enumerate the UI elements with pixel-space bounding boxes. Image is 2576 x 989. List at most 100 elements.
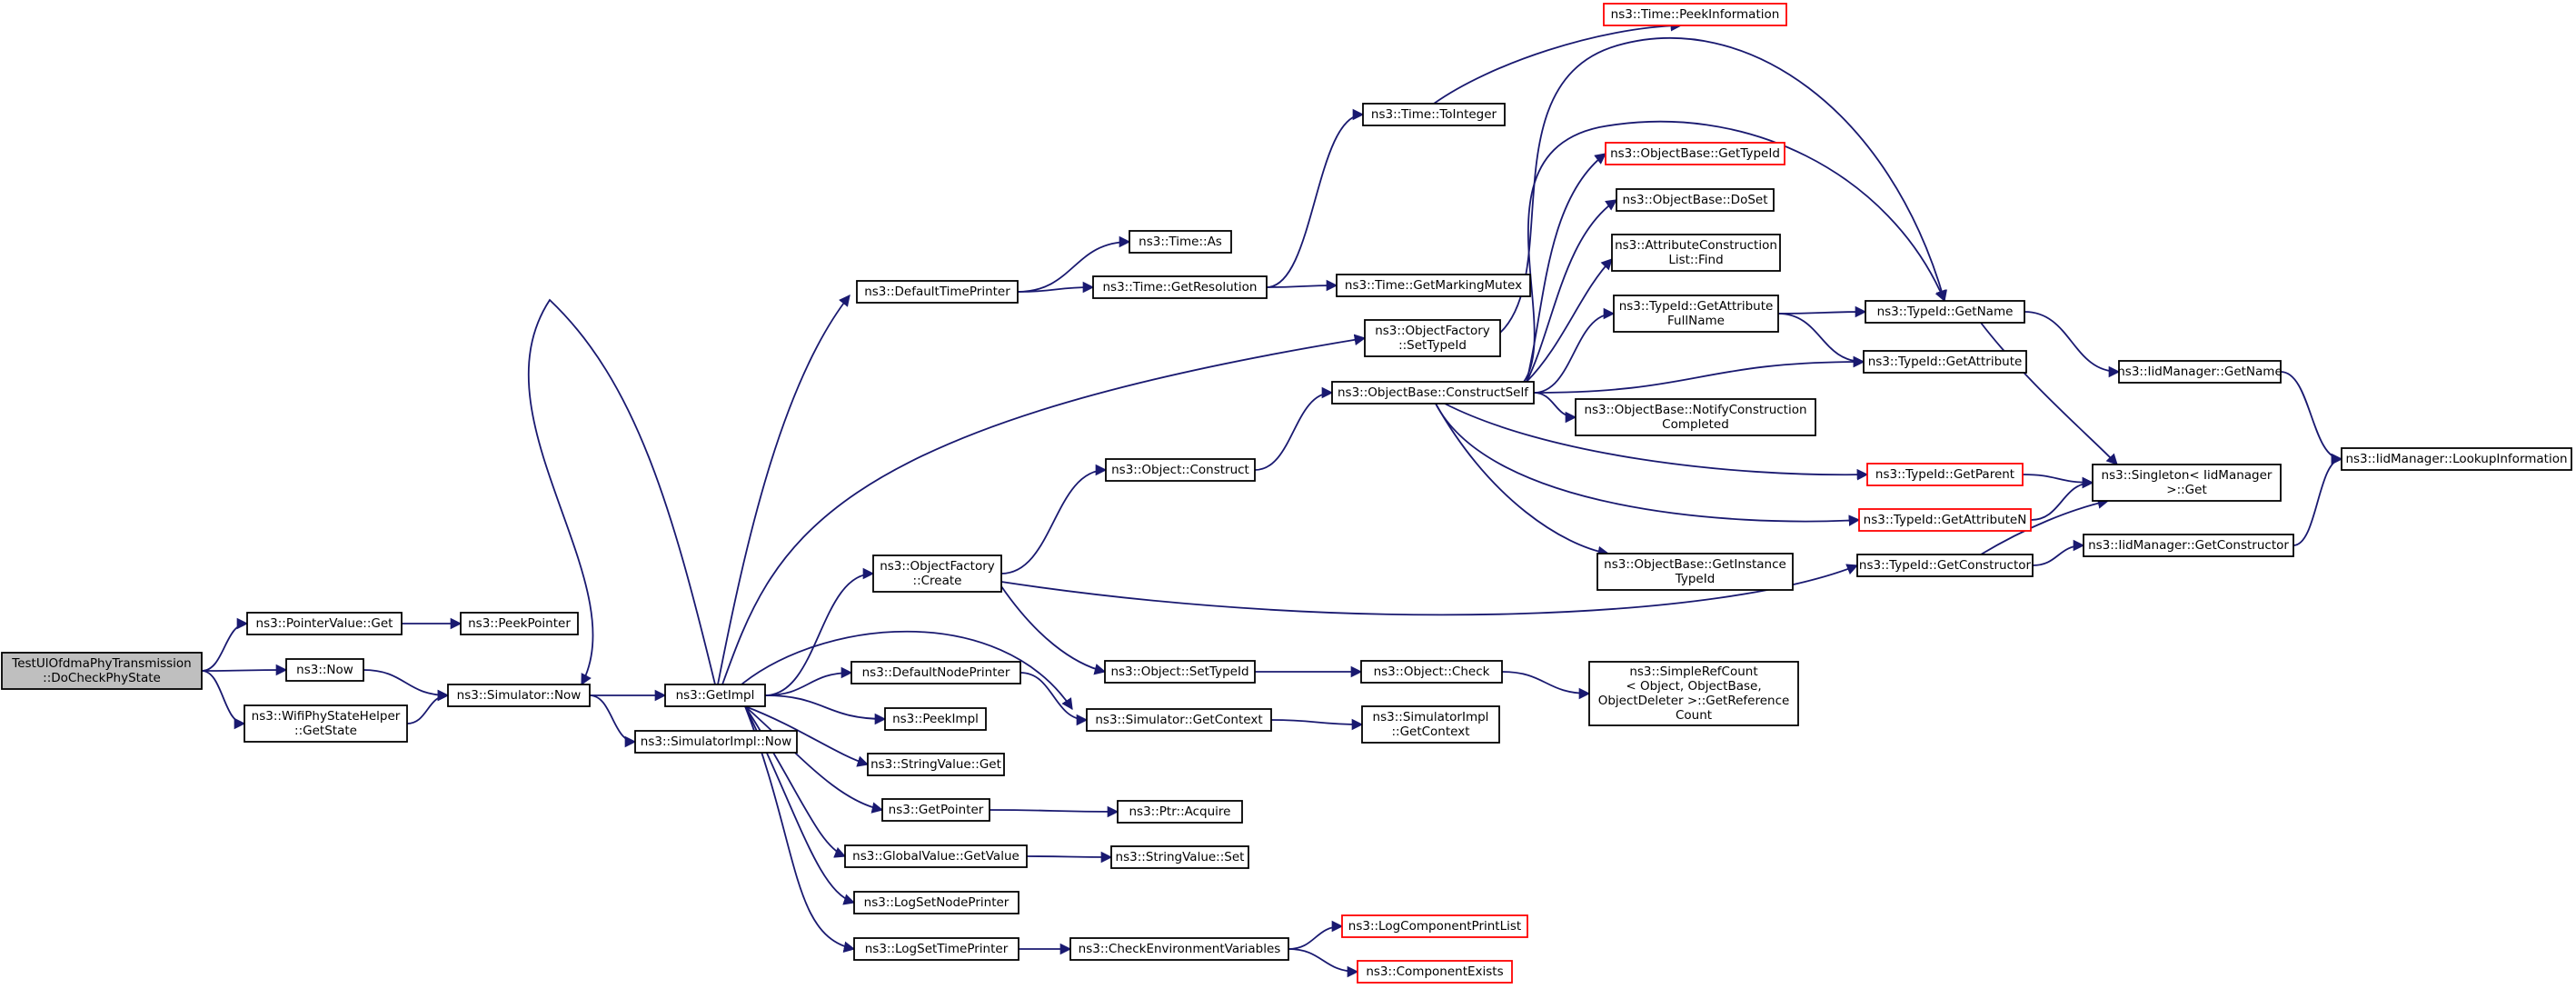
node-logsettimeprinter[interactable]: ns3::LogSetTimePrinter bbox=[853, 937, 1019, 961]
node-box[interactable] bbox=[1129, 230, 1232, 254]
node-box[interactable] bbox=[1104, 660, 1256, 684]
node-pointervalue-get[interactable]: ns3::PointerValue::Get bbox=[246, 612, 403, 635]
node-box[interactable] bbox=[1360, 660, 1503, 684]
node-box[interactable] bbox=[460, 612, 579, 635]
node-box[interactable] bbox=[1362, 103, 1506, 126]
node-box[interactable] bbox=[1117, 800, 1243, 824]
node-simulator-getcontext[interactable]: ns3::Simulator::GetContext bbox=[1086, 708, 1272, 732]
node-simulator-now[interactable]: ns3::Simulator::Now bbox=[447, 684, 591, 707]
node-box[interactable] bbox=[1611, 234, 1781, 272]
node-box[interactable] bbox=[1092, 275, 1268, 299]
node-getimpl[interactable]: ns3::GetImpl bbox=[664, 684, 766, 707]
node-checkenvironmentvariables[interactable]: ns3::CheckEnvironmentVariables bbox=[1069, 937, 1289, 961]
node-iidmanager-lookupinformation[interactable]: ns3::IidManager::LookupInformation bbox=[2341, 447, 2572, 471]
node-peekimpl[interactable]: ns3::PeekImpl bbox=[884, 707, 987, 731]
node-objectbase-doset[interactable]: ns3::ObjectBase::DoSet bbox=[1616, 188, 1775, 212]
node-objectbase-gettypeid[interactable]: ns3::ObjectBase::GetTypeId bbox=[1605, 142, 1785, 165]
node-getpointer[interactable]: ns3::GetPointer bbox=[881, 798, 990, 822]
node-box[interactable] bbox=[2083, 534, 2294, 557]
node-box[interactable] bbox=[1361, 705, 1500, 744]
node-typeid-getparent[interactable]: ns3::TypeId::GetParent bbox=[1866, 463, 2024, 486]
node-typeid-getattributen[interactable]: ns3::TypeId::GetAttributeN bbox=[1858, 508, 2032, 532]
node-iidmanager-getconstructor[interactable]: ns3::IidManager::GetConstructor bbox=[2083, 534, 2294, 557]
node-typeid-getattribute[interactable]: ns3::TypeId::GetAttribute bbox=[1863, 350, 2027, 374]
node-box[interactable] bbox=[246, 612, 403, 635]
node-box[interactable] bbox=[2092, 464, 2282, 502]
node-simulatorimpl-now[interactable]: ns3::SimulatorImpl::Now bbox=[634, 730, 798, 754]
node-peekpointer[interactable]: ns3::PeekPointer bbox=[460, 612, 579, 635]
node-box[interactable] bbox=[447, 684, 591, 707]
node-box[interactable] bbox=[1336, 274, 1531, 297]
node-root[interactable]: TestUlOfdmaPhyTransmission::DoCheckPhySt… bbox=[1, 652, 203, 690]
node-simulatorimpl-getcontext[interactable]: ns3::SimulatorImpl::GetContext bbox=[1361, 705, 1500, 744]
node-objectbase-notifyconstructioncompleted[interactable]: ns3::ObjectBase::NotifyConstructionCompl… bbox=[1575, 398, 1816, 436]
node-defaultnodeprinter[interactable]: ns3::DefaultNodePrinter bbox=[850, 661, 1021, 684]
node-time-getresolution[interactable]: ns3::Time::GetResolution bbox=[1092, 275, 1268, 299]
node-objectfactory-settypeid[interactable]: ns3::ObjectFactory::SetTypeId bbox=[1364, 319, 1501, 357]
node-box[interactable] bbox=[2341, 447, 2572, 471]
node-box[interactable] bbox=[1858, 508, 2032, 532]
node-typeid-getconstructor[interactable]: ns3::TypeId::GetConstructor bbox=[1856, 554, 2034, 577]
node-object-settypeid[interactable]: ns3::Object::SetTypeId bbox=[1104, 660, 1256, 684]
node-stringvalue-set[interactable]: ns3::StringValue::Set bbox=[1110, 845, 1249, 869]
node-box[interactable] bbox=[884, 707, 987, 731]
node-box[interactable] bbox=[853, 937, 1019, 961]
node-time-tointeger[interactable]: ns3::Time::ToInteger bbox=[1362, 103, 1506, 126]
node-box[interactable] bbox=[1613, 295, 1779, 333]
node-box[interactable] bbox=[244, 704, 408, 743]
node-box[interactable] bbox=[2118, 360, 2282, 384]
node-simplerefcount-getreferencecount[interactable]: ns3::SimpleRefCount< Object, ObjectBase,… bbox=[1588, 661, 1799, 726]
node-box[interactable] bbox=[1110, 845, 1249, 869]
node-box[interactable] bbox=[1105, 458, 1256, 482]
node-box[interactable] bbox=[872, 554, 1002, 593]
node-time-getmarkingmutex[interactable]: ns3::Time::GetMarkingMutex bbox=[1336, 274, 1531, 297]
node-globalvalue-getvalue[interactable]: ns3::GlobalValue::GetValue bbox=[844, 844, 1028, 868]
node-object-check[interactable]: ns3::Object::Check bbox=[1360, 660, 1503, 684]
node-box[interactable] bbox=[1086, 708, 1272, 732]
node-box[interactable] bbox=[850, 661, 1021, 684]
node-box[interactable] bbox=[1616, 188, 1775, 212]
node-box[interactable] bbox=[856, 280, 1019, 304]
node-box[interactable] bbox=[1331, 381, 1535, 405]
node-box[interactable] bbox=[1, 652, 203, 690]
node-box[interactable] bbox=[664, 684, 766, 707]
node-singleton-iidmanager-get[interactable]: ns3::Singleton< IidManager >::Get bbox=[2092, 464, 2282, 502]
node-box[interactable] bbox=[1069, 937, 1289, 961]
node-box[interactable] bbox=[1863, 350, 2027, 374]
node-box[interactable] bbox=[1575, 398, 1816, 436]
node-box[interactable] bbox=[1603, 3, 1787, 26]
node-box[interactable] bbox=[634, 730, 798, 754]
node-box[interactable] bbox=[853, 891, 1019, 914]
node-wifiphystatehelper-getstate[interactable]: ns3::WifiPhyStateHelper::GetState bbox=[244, 704, 408, 743]
node-objectfactory-create[interactable]: ns3::ObjectFactory::Create bbox=[872, 554, 1002, 593]
node-box[interactable] bbox=[867, 753, 1005, 776]
node-box[interactable] bbox=[844, 844, 1028, 868]
node-box[interactable] bbox=[1364, 319, 1501, 357]
node-box[interactable] bbox=[1341, 914, 1528, 938]
node-object-construct[interactable]: ns3::Object::Construct bbox=[1105, 458, 1256, 482]
node-logsetnodeprinter[interactable]: ns3::LogSetNodePrinter bbox=[853, 891, 1019, 914]
node-componentexists[interactable]: ns3::ComponentExists bbox=[1357, 960, 1513, 984]
node-box[interactable] bbox=[1605, 142, 1785, 165]
node-typeid-getname[interactable]: ns3::TypeId::GetName bbox=[1865, 300, 2025, 324]
node-box[interactable] bbox=[881, 798, 990, 822]
node-box[interactable] bbox=[1866, 463, 2024, 486]
node-box[interactable] bbox=[1856, 554, 2034, 577]
node-iidmanager-getname[interactable]: ns3::IidManager::GetName bbox=[2117, 360, 2283, 384]
node-box[interactable] bbox=[1357, 960, 1513, 984]
node-objectbase-constructself[interactable]: ns3::ObjectBase::ConstructSelf bbox=[1331, 381, 1535, 405]
node-box[interactable] bbox=[285, 658, 364, 682]
node-box[interactable] bbox=[1596, 553, 1794, 591]
node-box[interactable] bbox=[1865, 300, 2025, 324]
node-now[interactable]: ns3::Now bbox=[285, 658, 364, 682]
node-stringvalue-get[interactable]: ns3::StringValue::Get bbox=[867, 753, 1005, 776]
node-time-as[interactable]: ns3::Time::As bbox=[1129, 230, 1232, 254]
node-time-peekinformation[interactable]: ns3::Time::PeekInformation bbox=[1603, 3, 1787, 26]
node-logcomponentprintlist[interactable]: ns3::LogComponentPrintList bbox=[1341, 914, 1528, 938]
node-ptr-acquire[interactable]: ns3::Ptr::Acquire bbox=[1117, 800, 1243, 824]
node-defaulttimeprinter[interactable]: ns3::DefaultTimePrinter bbox=[856, 280, 1019, 304]
node-box[interactable] bbox=[1588, 661, 1799, 726]
